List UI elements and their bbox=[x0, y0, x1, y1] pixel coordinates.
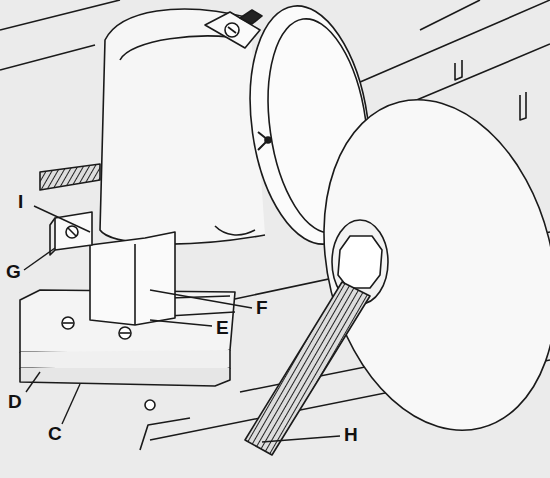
clamp-nut bbox=[240, 10, 262, 24]
screw-head bbox=[119, 327, 131, 339]
part-letter: H bbox=[344, 425, 358, 444]
leader-line bbox=[34, 206, 90, 232]
screw-head bbox=[145, 400, 155, 410]
plank-edge bbox=[140, 418, 190, 450]
block-f bbox=[90, 232, 175, 325]
threaded-rod bbox=[40, 164, 100, 190]
screw-i bbox=[66, 226, 78, 238]
screw-head bbox=[62, 317, 74, 329]
part-letter: E bbox=[216, 318, 229, 337]
arm-slot bbox=[455, 60, 462, 80]
leader-line bbox=[262, 436, 340, 442]
part-letter: D bbox=[8, 392, 22, 411]
leader-line bbox=[62, 384, 80, 424]
frame-line bbox=[420, 0, 480, 30]
disc-slot bbox=[520, 92, 526, 120]
hex-nut bbox=[338, 236, 382, 288]
clamp-screw bbox=[225, 23, 239, 37]
leader-line bbox=[26, 372, 40, 392]
part-letter: F bbox=[256, 298, 268, 317]
leader-line bbox=[150, 320, 212, 326]
leader-lines bbox=[24, 206, 340, 442]
plate-c bbox=[20, 368, 230, 386]
part-letter: G bbox=[6, 262, 21, 281]
frame-line bbox=[0, 0, 120, 70]
motor-housing bbox=[100, 9, 265, 244]
grinding-disc bbox=[291, 75, 550, 455]
part-letter: I bbox=[18, 192, 23, 211]
threaded-rod bbox=[245, 282, 370, 455]
part-letter: C bbox=[48, 424, 62, 443]
leader-line bbox=[150, 290, 252, 308]
leader-line bbox=[24, 248, 55, 270]
